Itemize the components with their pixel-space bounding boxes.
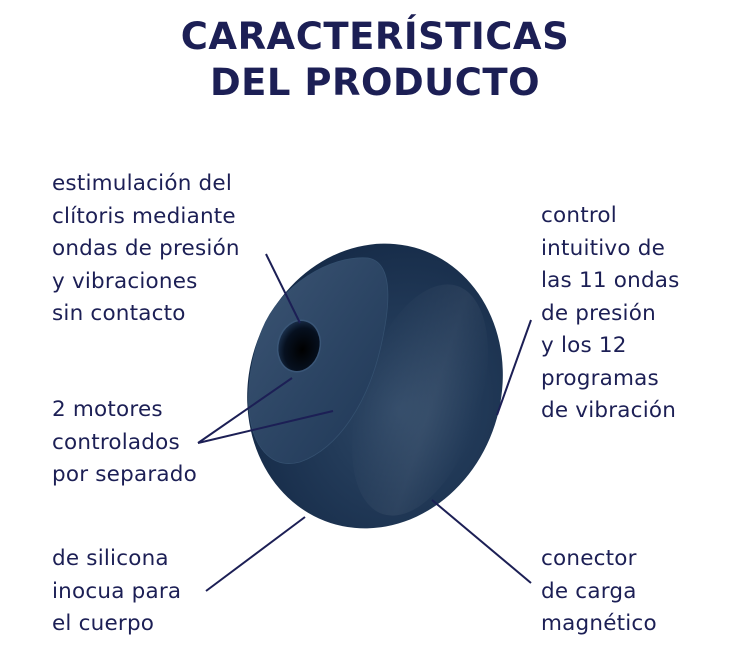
feature-text-line: ondas de presión <box>52 236 240 261</box>
product-body <box>247 243 503 529</box>
feature-text-line: por separado <box>52 462 197 487</box>
feature-text-line: intuitivo de <box>541 235 666 261</box>
feature-motors: 2 motores controlados por separado <box>52 394 197 492</box>
leader-line-charger <box>431 499 532 584</box>
feature-text-line: el cuerpo <box>52 611 155 636</box>
feature-silicone: de silicona inocua para el cuerpo <box>52 543 181 641</box>
feature-text-line: estimulación del <box>52 171 233 196</box>
feature-text-line: magnético <box>541 611 657 636</box>
feature-text-line: control <box>541 203 617 228</box>
feature-text-line: programas <box>541 365 659 391</box>
feature-text-line: de vibración <box>541 398 677 423</box>
suction-opening-icon <box>276 319 322 373</box>
feature-stimulation: estimulación del clítoris mediante ondas… <box>52 168 240 331</box>
title-line-1: CARACTERÍSTICAS <box>180 15 570 58</box>
feature-text-line: y los 12 <box>541 333 627 358</box>
feature-text-line: de carga <box>541 578 637 604</box>
title-line-2: DEL PRODUCTO <box>209 61 541 104</box>
feature-text-line: inocua para <box>52 578 182 604</box>
leader-line-control <box>496 319 532 416</box>
feature-text-line: 2 motores <box>52 397 163 422</box>
feature-text-line: controlados <box>52 429 180 455</box>
page-title: CARACTERÍSTICAS DEL PRODUCTO <box>0 14 750 106</box>
feature-text-line: las 11 ondas <box>541 268 680 293</box>
feature-charger: conector de carga magnético <box>541 543 657 641</box>
leader-line-stimulation <box>265 253 301 324</box>
feature-text-line: conector <box>541 546 637 571</box>
feature-control: control intuitivo de las 11 ondas de pre… <box>541 200 680 428</box>
leader-line-silicone <box>205 516 306 592</box>
leader-line-motor-1 <box>197 377 293 444</box>
feature-text-line: sin contacto <box>52 301 186 326</box>
feature-text-line: de silicona <box>52 546 169 571</box>
feature-text-line: de presión <box>541 300 656 326</box>
feature-text-line: y vibraciones <box>52 268 198 294</box>
feature-text-line: clítoris mediante <box>52 203 236 229</box>
leader-lines <box>197 253 532 592</box>
leader-line-motor-2 <box>197 410 334 444</box>
product-face <box>248 257 389 464</box>
